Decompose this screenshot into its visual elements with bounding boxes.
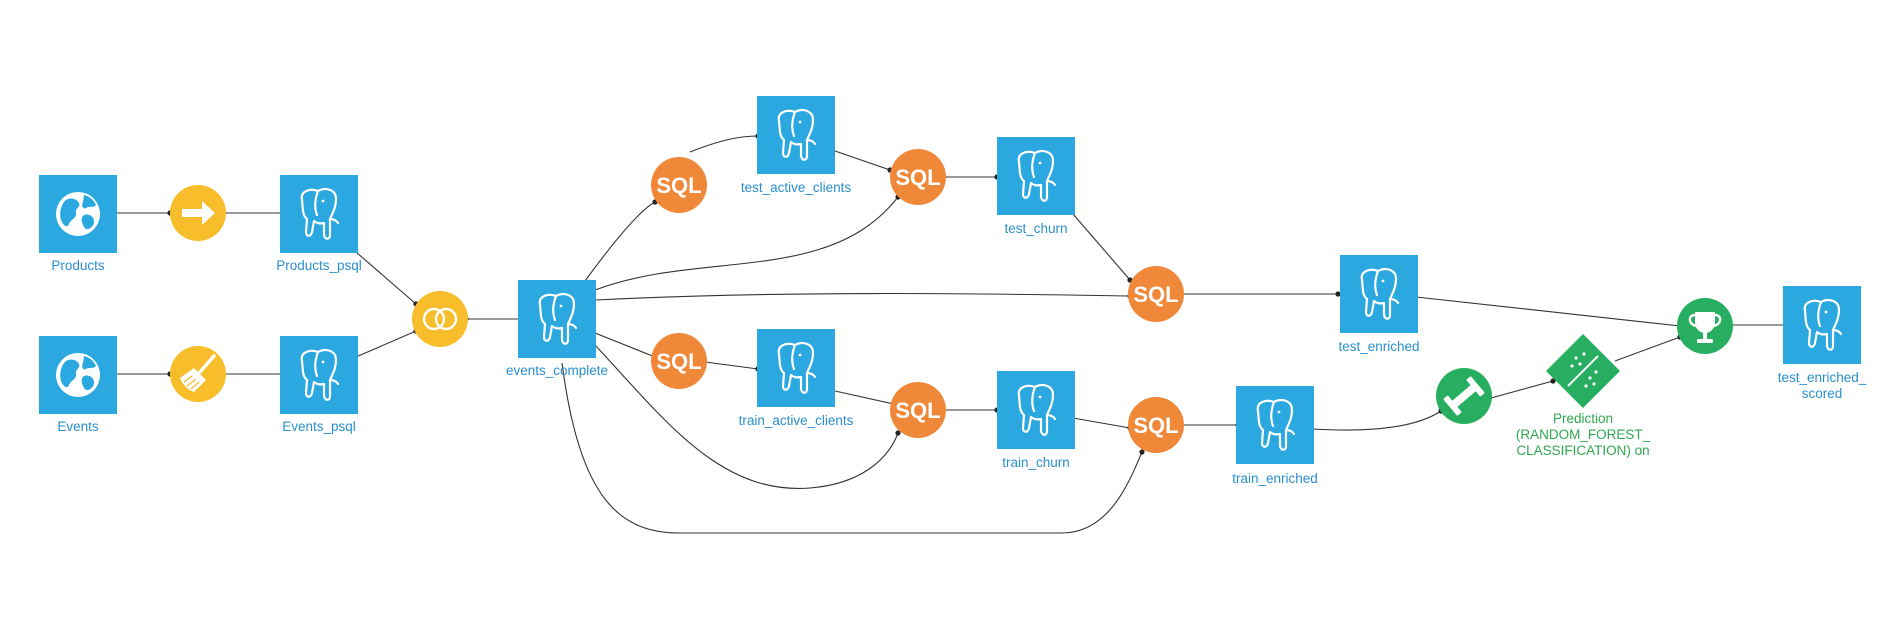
dataset-test-churn-label: test_churn: [1004, 221, 1068, 236]
join-rings-icon: [412, 291, 468, 347]
trophy-icon: [1677, 298, 1733, 354]
dataset-test-enriched-label: test_enriched: [1338, 339, 1420, 354]
dataset-products[interactable]: [39, 175, 117, 253]
dataset-train-active-clients[interactable]: [757, 329, 835, 407]
sql-text: SQL: [1133, 282, 1178, 307]
dataset-train-active-clients-label: train_active_clients: [738, 413, 854, 428]
dataset-train-enriched[interactable]: [1236, 386, 1314, 464]
model-prediction-label: Prediction (RANDOM_FOREST_ CLASSIFICATIO…: [1516, 411, 1650, 459]
postgresql-elephant-icon: [1783, 286, 1861, 364]
dataset-train-churn-label: train_churn: [1002, 455, 1070, 470]
sql-recipe-icon: SQL: [651, 157, 707, 213]
sql-text: SQL: [1133, 413, 1178, 438]
recipe-sync-products[interactable]: [170, 185, 226, 241]
label-line: scored: [1801, 386, 1843, 401]
model-prediction[interactable]: [1546, 334, 1620, 408]
postgresql-elephant-icon: [518, 280, 596, 358]
dumbbell-icon: [1436, 368, 1492, 424]
recipe-sql-train-churn[interactable]: SQL: [890, 382, 946, 438]
dataset-products-label: Products: [51, 258, 105, 273]
broom-icon: [170, 346, 226, 402]
dataset-events-psql[interactable]: [280, 336, 358, 414]
globe-icon: [39, 336, 117, 414]
postgresql-elephant-icon: [757, 329, 835, 407]
dataset-test-active-clients[interactable]: [757, 96, 835, 174]
sql-text: SQL: [895, 165, 940, 190]
recipe-join[interactable]: [412, 291, 468, 347]
dataset-train-churn[interactable]: [997, 371, 1075, 449]
label-line: Prediction: [1552, 411, 1614, 426]
dataset-events-psql-label: Events_psql: [282, 419, 356, 434]
postgresql-elephant-icon: [1340, 255, 1418, 333]
sql-text: SQL: [895, 398, 940, 423]
dataset-events-complete[interactable]: [518, 280, 596, 358]
recipe-sql-test-enriched[interactable]: SQL: [1128, 266, 1184, 322]
sql-text: SQL: [656, 173, 701, 198]
recipe-sql-train-enriched[interactable]: SQL: [1128, 397, 1184, 453]
sql-recipe-icon: SQL: [651, 333, 707, 389]
sql-recipe-icon: SQL: [1128, 397, 1184, 453]
recipe-prepare-events[interactable]: [170, 346, 226, 402]
postgresql-elephant-icon: [280, 175, 358, 253]
globe-icon: [39, 175, 117, 253]
dataset-test-active-clients-label: test_active_clients: [740, 180, 852, 195]
dataset-test-churn[interactable]: [997, 137, 1075, 215]
dataset-products-psql[interactable]: [280, 175, 358, 253]
label-line: (RANDOM_FOREST_: [1515, 427, 1651, 442]
sql-recipe-icon: SQL: [890, 382, 946, 438]
arrow-right-icon: [170, 185, 226, 241]
postgresql-elephant-icon: [280, 336, 358, 414]
sql-recipe-icon: SQL: [1128, 266, 1184, 322]
label-line: test_enriched_: [1777, 370, 1867, 385]
recipe-sql-test-churn[interactable]: SQL: [890, 149, 946, 205]
dataset-train-enriched-label: train_enriched: [1232, 471, 1318, 486]
dataset-events-label: Events: [57, 419, 99, 434]
dataset-test-enriched-scored[interactable]: [1783, 286, 1861, 364]
sql-recipe-icon: SQL: [890, 149, 946, 205]
postgresql-elephant-icon: [1236, 386, 1314, 464]
recipe-sql-test-active[interactable]: SQL: [651, 157, 707, 213]
recipe-score[interactable]: [1677, 298, 1733, 354]
dataset-events[interactable]: [39, 336, 117, 414]
sql-text: SQL: [656, 349, 701, 374]
dataset-test-enriched[interactable]: [1340, 255, 1418, 333]
postgresql-elephant-icon: [997, 137, 1075, 215]
recipe-sql-train-active[interactable]: SQL: [651, 333, 707, 389]
recipe-train[interactable]: [1436, 368, 1492, 424]
postgresql-elephant-icon: [757, 96, 835, 174]
postgresql-elephant-icon: [997, 371, 1075, 449]
dataset-test-enriched-scored-label: test_enriched_ scored: [1778, 370, 1867, 402]
label-line: CLASSIFICATION) on: [1516, 443, 1650, 458]
dataset-events-complete-label: events_complete: [505, 363, 609, 378]
model-diamond-icon: [1546, 334, 1620, 408]
dataset-products-psql-label: Products_psql: [276, 258, 362, 273]
